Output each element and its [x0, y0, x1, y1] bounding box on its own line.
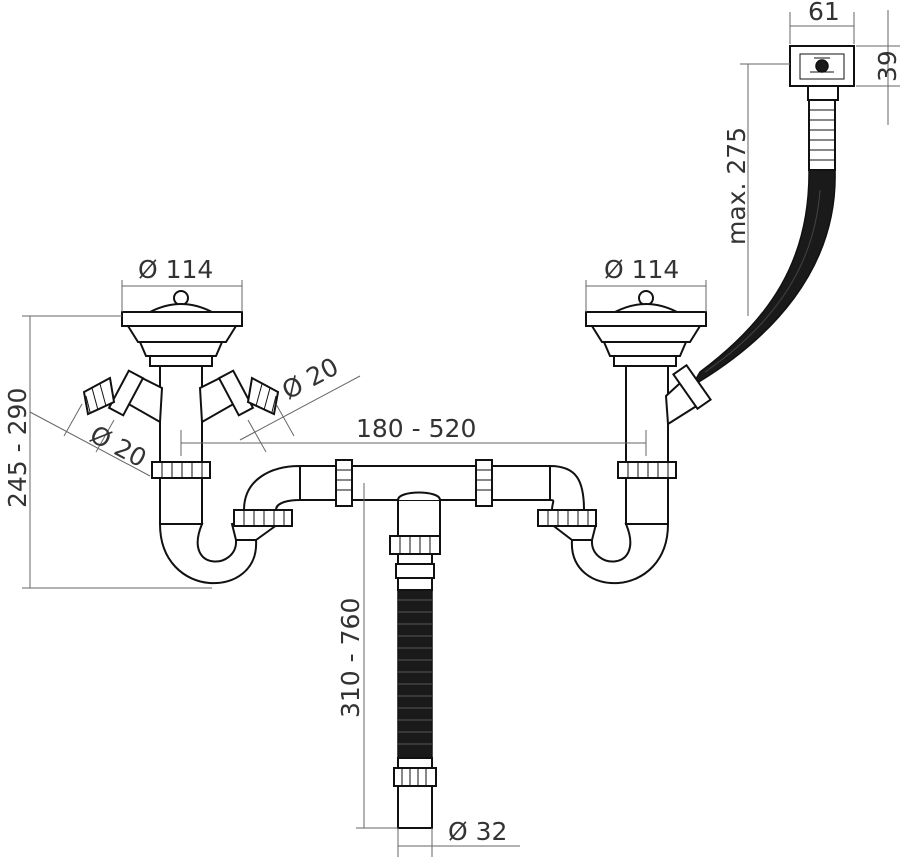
- left-basket-strainer: [82, 290, 301, 584]
- outlet-assembly: [389, 535, 441, 829]
- left-basket-diameter-label: Ø 114: [138, 255, 213, 284]
- overflow-width-dimension: 61: [789, 0, 855, 44]
- outlet-height-label: 310 - 760: [336, 598, 365, 718]
- right-basket-diameter-label: Ø 114: [604, 255, 679, 284]
- outlet-diameter-label: Ø 32: [448, 817, 507, 846]
- overflow-width-label: 61: [808, 0, 840, 26]
- left-inlet-diameter-label: Ø 20: [85, 420, 151, 474]
- overflow-hose: [689, 169, 836, 389]
- right-basket-strainer: [537, 290, 712, 584]
- left-inlet-diameter-dimension: Ø 20: [29, 403, 151, 477]
- overflow-height-label: 39: [873, 50, 900, 82]
- bowl-spacing-dimension: 180 - 520: [180, 414, 647, 456]
- left-height-label: 245 - 290: [3, 388, 32, 508]
- connecting-pipe: [299, 459, 551, 537]
- overflow-hose-dimension: max. 275: [722, 63, 790, 316]
- overflow-assembly: [789, 45, 855, 171]
- right-basket-diameter-dimension: Ø 114: [585, 255, 707, 312]
- left-basket-diameter-dimension: Ø 114: [121, 255, 243, 312]
- bowl-spacing-label: 180 - 520: [356, 414, 476, 443]
- left-height-dimension: 245 - 290: [3, 315, 212, 589]
- outlet-height-dimension: 310 - 760: [336, 483, 398, 829]
- outlet-diameter-dimension: Ø 32: [397, 817, 520, 857]
- right-inlet-diameter-label: Ø 20: [277, 352, 343, 406]
- overflow-height-dimension: 39: [856, 10, 900, 125]
- overflow-hose-length-label: max. 275: [722, 127, 751, 245]
